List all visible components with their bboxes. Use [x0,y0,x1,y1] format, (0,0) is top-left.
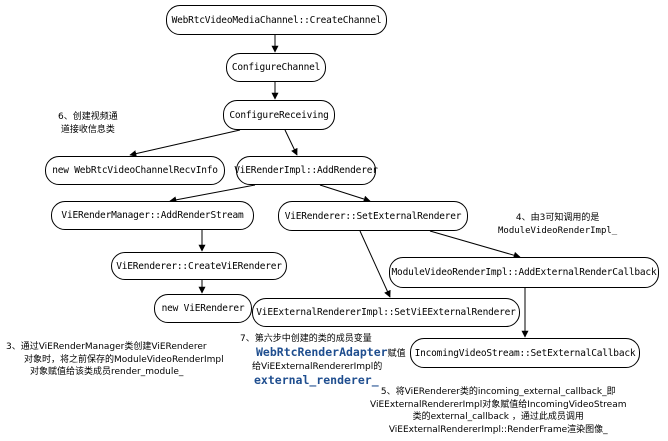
node-configure-channel: ConfigureChannel [226,53,326,82]
edge-add-renderer-to-add-render-stream [169,184,256,204]
highlight-external-renderer: external_renderer_ [254,373,379,387]
note-step-7: 7、第六步中创建的类的成员变量 WebRtcRenderAdapter赋值 给V… [240,334,406,387]
node-set-vie-external-renderer: ViEExternalRendererImpl::SetViEExternalR… [252,298,520,327]
node-create-vie-renderer: ViERenderer::CreateViERenderer [111,252,287,280]
edge-receiving-to-recv-info [129,129,241,158]
node-set-external-renderer: ViERenderer::SetExternalRenderer [278,201,468,231]
edge-receiving-to-add-renderer [284,129,298,156]
node-create-channel: WebRtcVideoMediaChannel::CreateChannel [166,5,387,35]
note-step-3: 3、通过ViERenderManager类创建ViERenderer 对象时，将… [6,342,224,377]
highlight-render-adapter: WebRtcRenderAdapter [256,345,388,359]
edge-add-renderer-to-set-external-renderer [319,184,371,203]
edge-set-external-renderer-to-set-vie-external-renderer [359,230,391,298]
note-step-4: 4、由3可知调用的是 ModuleVideoRenderImpl_ [498,213,618,236]
edge-set-external-renderer-to-add-external-render-callback [429,230,521,259]
node-new-vie-renderer: new ViERenderer [154,294,252,323]
node-add-external-render-callback: ModuleVideoRenderImpl::AddExternalRender… [389,257,659,288]
node-configure-receiving: ConfigureReceiving [223,100,335,130]
note-step-5: 5、将ViERenderer类的incoming_external_callba… [370,387,627,435]
note-step-6: 6、创建视频通 道接收信息类 [58,112,118,135]
node-recv-info: new WebRtcVideoChannelRecvInfo [45,156,225,185]
node-add-renderer: ViERenderImpl::AddRenderer [234,156,378,185]
node-set-external-callback: IncomingVideoStream::SetExternalCallback [410,338,640,368]
node-add-render-stream: ViERenderManager::AddRenderStream [51,201,254,230]
